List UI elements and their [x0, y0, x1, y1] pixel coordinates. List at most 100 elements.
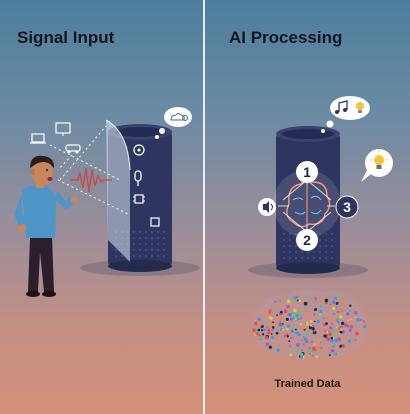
data-particle: [312, 324, 314, 327]
data-particle: [302, 325, 305, 328]
data-particle: [320, 346, 323, 350]
thought-bubble-right: [321, 96, 370, 133]
data-particle: [332, 300, 336, 304]
ai-processing-illustration: 1 2 3: [248, 96, 393, 360]
data-particle: [348, 310, 351, 312]
data-particle: [331, 309, 335, 313]
data-particle: [305, 313, 309, 318]
data-particle: [284, 297, 287, 300]
tv-icon: [55, 122, 71, 136]
data-particle: [334, 330, 337, 334]
data-particle: [335, 326, 338, 329]
panel-divider: [203, 0, 205, 414]
data-particle: [307, 347, 309, 349]
data-particle: [268, 309, 272, 313]
ai-processing-title: AI Processing: [229, 28, 343, 47]
data-particle: [271, 326, 275, 329]
data-particle: [349, 304, 352, 307]
signal-lines: [49, 125, 131, 216]
data-particle: [286, 299, 291, 304]
data-particle: [323, 334, 327, 338]
thought-bubble-left: [155, 107, 192, 139]
data-particle: [292, 355, 295, 358]
data-particle: [337, 337, 341, 341]
data-particle: [318, 309, 323, 314]
data-particle: [288, 340, 291, 343]
cloud-icon: [170, 113, 185, 121]
data-particle: [354, 316, 357, 319]
data-particle: [323, 354, 327, 357]
gear-icon: [133, 144, 145, 156]
data-particle: [309, 319, 313, 323]
data-particle: [332, 306, 336, 310]
data-particle: [257, 328, 261, 332]
data-particle: [316, 319, 320, 323]
data-particle: [293, 308, 297, 313]
data-particle: [329, 303, 331, 306]
data-particle: [258, 323, 262, 327]
data-particle: [362, 320, 366, 323]
data-particle: [277, 319, 280, 322]
data-particle: [315, 344, 319, 348]
data-particle: [311, 327, 315, 331]
data-particle: [278, 322, 283, 327]
data-particle: [276, 314, 278, 316]
data-particle: [334, 352, 337, 356]
data-particle: [261, 333, 265, 336]
data-particle: [319, 305, 322, 308]
microphone-icon: [134, 170, 142, 186]
data-particle: [280, 310, 283, 314]
data-particle: [330, 339, 334, 343]
data-particle: [265, 335, 269, 340]
data-particle: [281, 328, 285, 331]
data-particle: [331, 331, 334, 334]
data-particle: [300, 339, 303, 341]
data-particle: [292, 316, 295, 319]
data-particle: [274, 300, 277, 303]
laptop-icon: [30, 133, 46, 144]
data-particle: [290, 329, 294, 333]
data-particle: [338, 299, 342, 304]
data-particle: [320, 341, 322, 344]
data-particle: [341, 321, 345, 325]
data-particle: [267, 328, 271, 332]
data-particle: [313, 320, 316, 323]
data-particle: [278, 305, 281, 308]
data-particle: [306, 323, 309, 326]
data-particle: [330, 336, 334, 340]
data-particle: [347, 339, 352, 343]
speaker-icon: [258, 198, 276, 216]
data-particle: [326, 331, 329, 333]
data-particle: [281, 346, 284, 350]
lightbulb-icon: [370, 150, 388, 169]
data-particle: [337, 310, 340, 314]
data-particle: [349, 325, 354, 329]
data-particle: [295, 331, 299, 334]
data-particle: [335, 301, 339, 305]
data-particle: [272, 321, 275, 324]
step-2: 2: [296, 229, 318, 251]
chip-icon: [133, 194, 145, 204]
data-particle: [255, 332, 259, 336]
signal-input-illustration: [14, 107, 200, 297]
data-particle: [283, 309, 288, 313]
data-particle: [354, 339, 357, 341]
step-1: 1: [296, 161, 318, 183]
idea-bubble: [361, 149, 393, 182]
svg-text:1: 1: [303, 164, 311, 180]
data-particle: [299, 317, 302, 320]
data-particle: [340, 308, 342, 310]
data-particle: [333, 312, 336, 315]
data-particle: [296, 343, 300, 347]
person-speaking: [14, 155, 78, 297]
data-particle: [313, 313, 316, 316]
data-particle: [289, 325, 293, 329]
data-particle: [302, 335, 305, 338]
data-particle: [254, 321, 258, 326]
data-particle: [345, 322, 348, 325]
data-particle: [346, 324, 350, 328]
data-particle: [329, 326, 333, 330]
data-particle: [258, 333, 261, 337]
data-particle: [302, 356, 305, 358]
data-particle: [289, 353, 293, 357]
